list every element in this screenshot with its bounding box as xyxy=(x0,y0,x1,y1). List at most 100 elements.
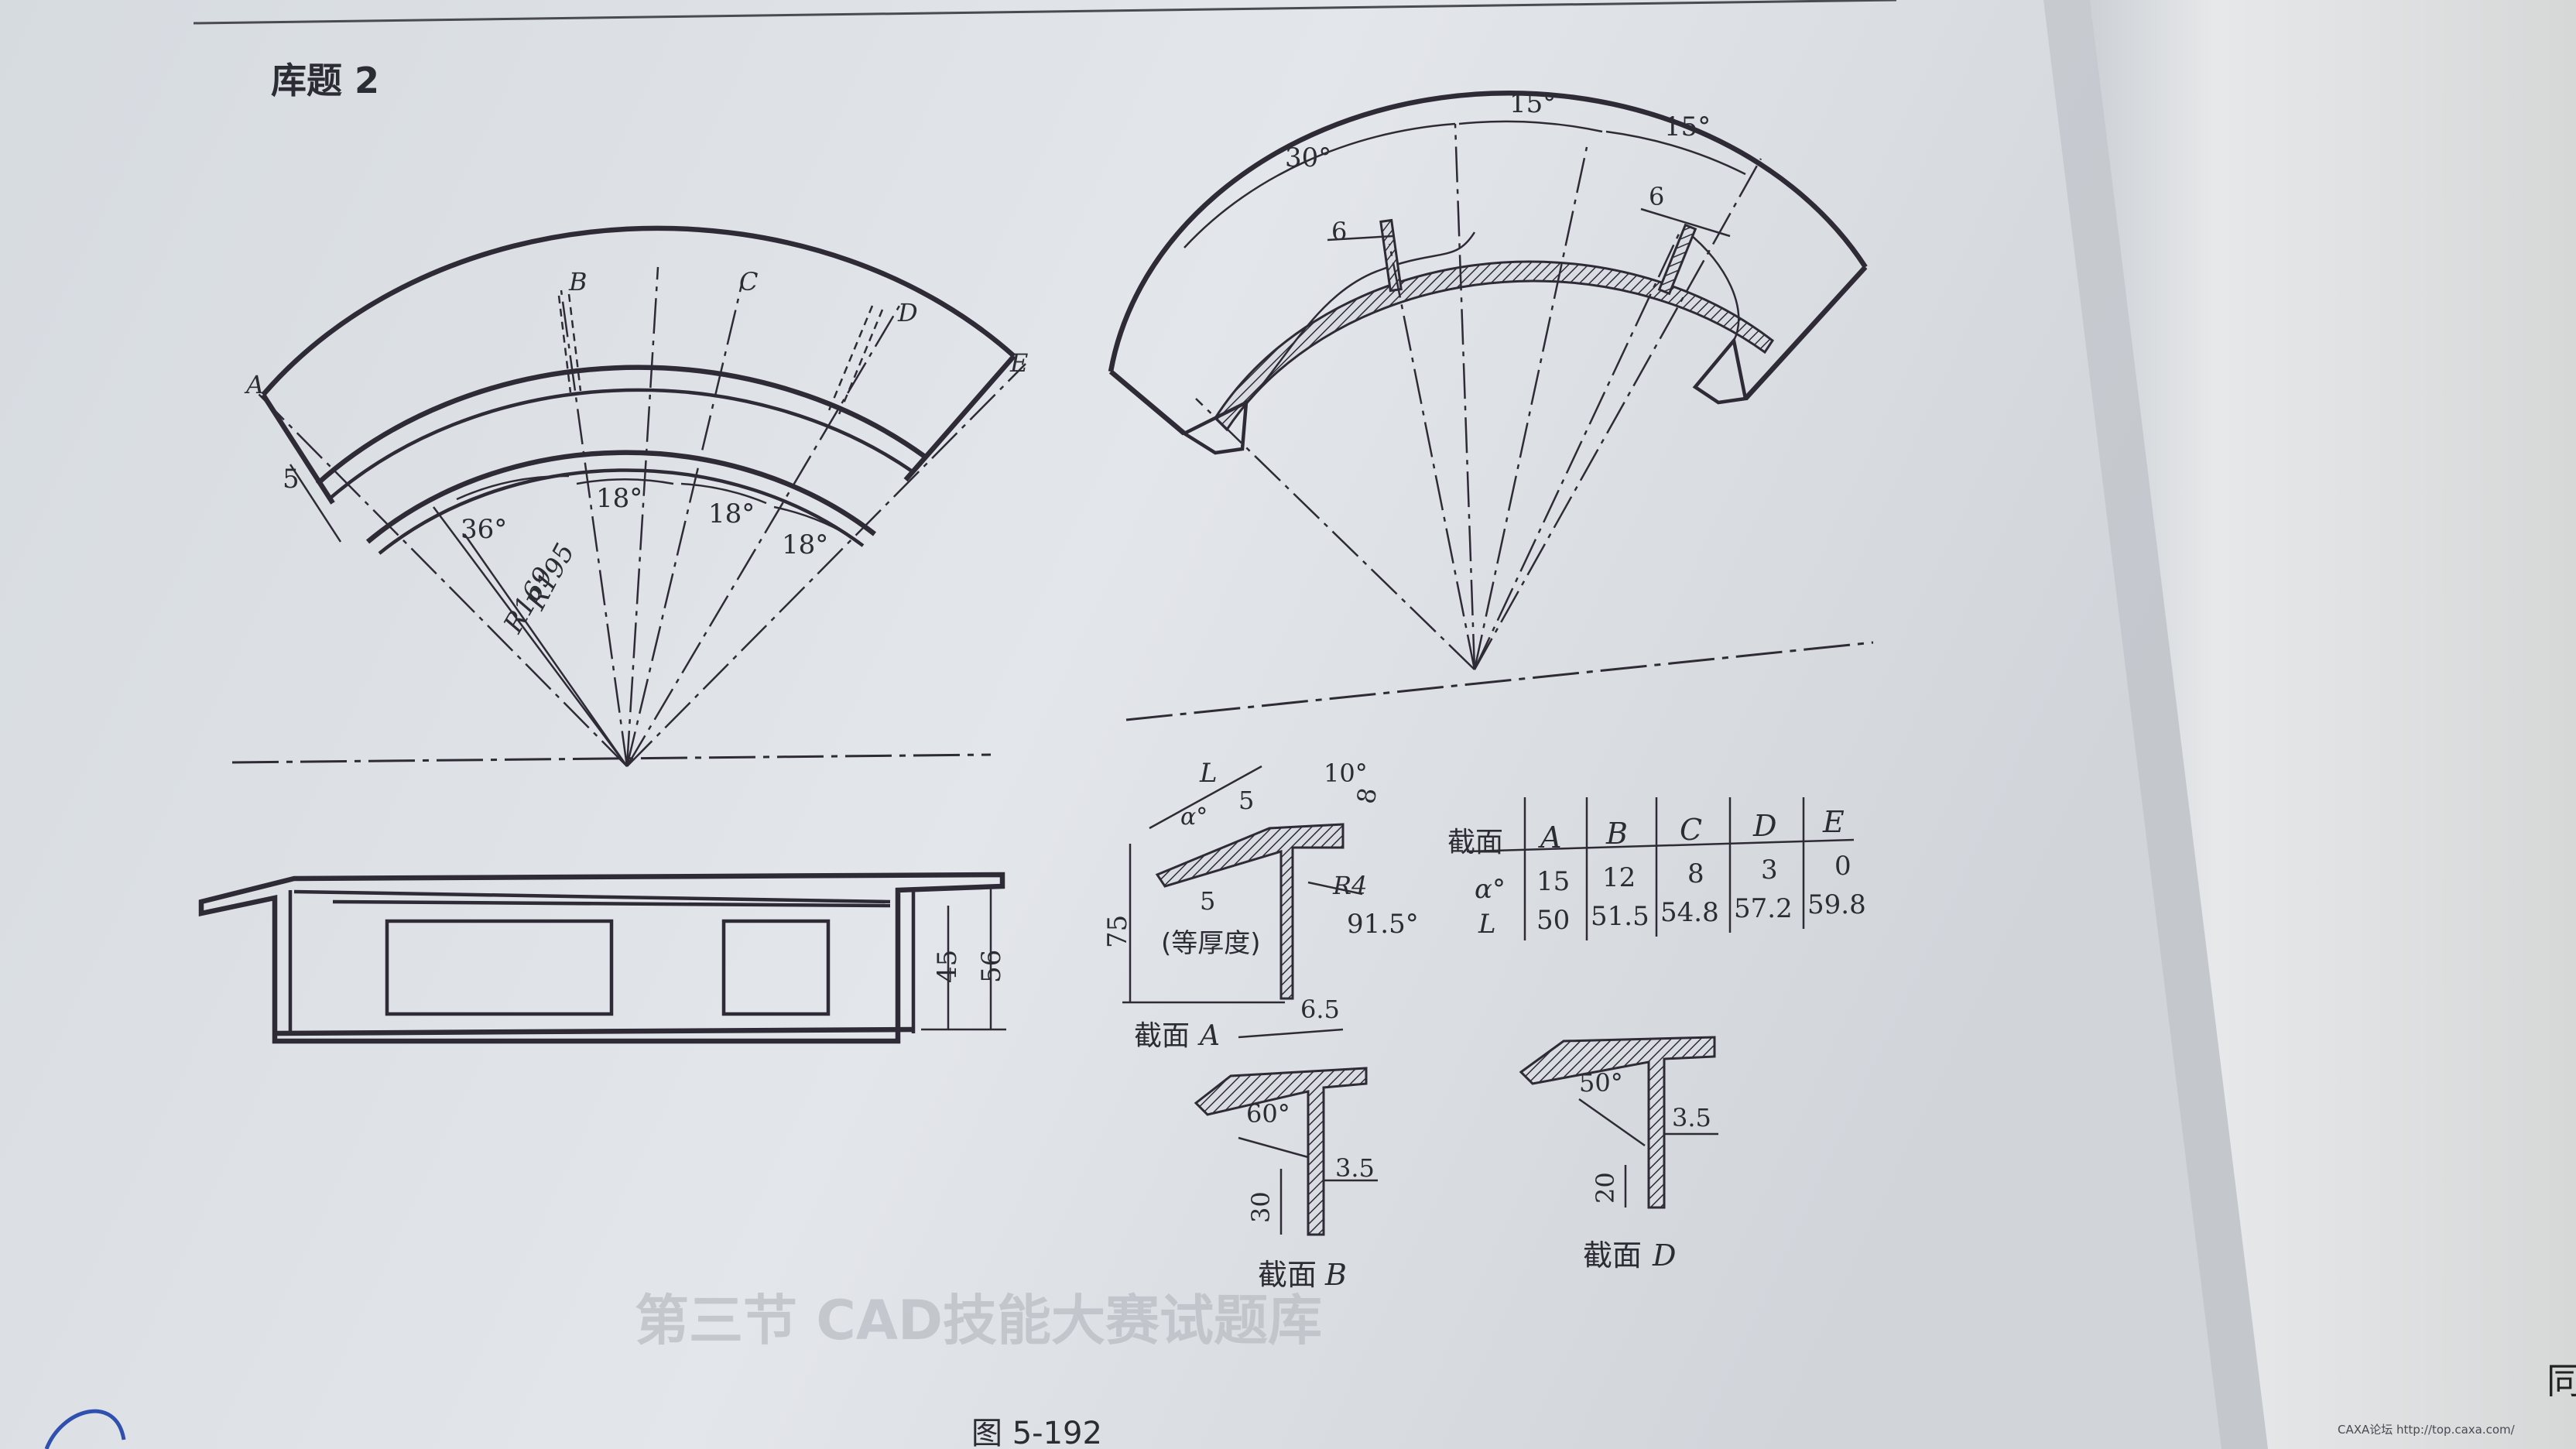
dim-L: L xyxy=(1199,758,1218,789)
table-cell: 54.8 xyxy=(1660,897,1719,928)
left-page xyxy=(0,0,2268,1449)
dim-wall-5: 5 xyxy=(283,464,300,495)
table-cell: 59.8 xyxy=(1807,889,1866,920)
centerline-c xyxy=(625,278,745,767)
figure-caption: 图 5-192 xyxy=(971,1416,1102,1449)
bleed-through-text: 第三节 CAD技能大赛试题库 xyxy=(635,1289,1322,1352)
left-edge xyxy=(261,393,335,505)
table-cell: 12 xyxy=(1602,862,1636,893)
front-elevation-view: 45 56 xyxy=(198,872,1007,1044)
table-cell: 57.2 xyxy=(1734,893,1793,924)
section-a-title: 截面 xyxy=(1134,1020,1190,1052)
label-c: C xyxy=(739,267,758,296)
flange-arc-inner xyxy=(327,388,915,501)
front-flange-line-2 xyxy=(332,899,891,908)
right-view-right-edge xyxy=(1743,265,1868,401)
section-d-title-letter: D xyxy=(1652,1238,1676,1273)
rcl-4 xyxy=(1473,146,1588,670)
outer-arc xyxy=(261,225,1016,397)
label-e: E xyxy=(1009,348,1028,378)
dim-6-5: 6.5 xyxy=(1300,995,1340,1024)
section-a-note: (等厚度) xyxy=(1161,928,1261,959)
rcl-2 xyxy=(1388,243,1476,670)
stiffener-section-d xyxy=(1657,223,1697,296)
dim-angle-18-second: 18° xyxy=(708,498,755,529)
dim-56: 56 xyxy=(976,950,1007,983)
dim-angle-30: 30° xyxy=(1285,142,1331,173)
dim-45: 45 xyxy=(932,950,963,983)
blue-pen-mark xyxy=(44,1409,126,1449)
centerline-mid xyxy=(625,266,659,767)
web-arc-inner xyxy=(378,468,865,555)
centerline-e xyxy=(626,363,1026,767)
angle-arc-36 xyxy=(456,474,570,501)
top-right-plan-view: 30° 15° 15° 6 6 xyxy=(1108,88,1874,721)
page-header-title: 库题 2 xyxy=(271,60,379,101)
rcl-1 xyxy=(1195,398,1475,670)
table-col-c: C xyxy=(1680,813,1702,847)
section-d-title: 截面 xyxy=(1583,1238,1642,1273)
angle-arc-30 xyxy=(1184,122,1456,248)
table-header-rule xyxy=(1466,838,1855,853)
section-b-angle-line xyxy=(1238,1136,1309,1159)
section-b-title-letter: B xyxy=(1324,1258,1347,1292)
break-region-left xyxy=(1180,399,1249,455)
front-window-left xyxy=(385,919,614,1016)
section-b-detail: 60° 3.5 30 截面 B xyxy=(1194,1067,1378,1292)
table-cell: 51.5 xyxy=(1591,901,1649,932)
dim-r4-leader xyxy=(1307,881,1363,896)
dim-alpha: α° xyxy=(1180,803,1208,831)
centerline-b xyxy=(560,289,629,767)
break-region-right xyxy=(1692,336,1748,405)
stiffener-d-hidden-1 xyxy=(836,309,884,419)
right-page xyxy=(2059,0,2576,1449)
dim-75: 75 xyxy=(1102,915,1133,948)
table-col-d: D xyxy=(1752,809,1776,843)
dim-3-5-d: 3.5 xyxy=(1672,1103,1711,1132)
symmetry-baseline-right xyxy=(1125,641,1874,721)
symmetry-baseline-left xyxy=(231,753,992,764)
table-cell: 15 xyxy=(1536,866,1570,897)
dim-60-b: 60° xyxy=(1246,1099,1290,1129)
dim-6-right: 6 xyxy=(1649,182,1664,211)
section-b-profile xyxy=(1194,1067,1368,1236)
table-cell: 0 xyxy=(1834,851,1852,882)
rcl-6 xyxy=(1473,158,1762,670)
dim-3-5-b: 3.5 xyxy=(1335,1153,1375,1183)
right-view-left-edge xyxy=(1108,369,1187,436)
label-b: B xyxy=(568,267,587,296)
front-outline xyxy=(198,872,1005,1044)
table-col-e: E xyxy=(1822,805,1845,839)
dim-30-b: 30 xyxy=(1246,1191,1276,1223)
angle-arc-18c xyxy=(773,505,860,543)
dim-angle-18-first: 18° xyxy=(596,483,642,514)
dim-angle-15-second: 15° xyxy=(1664,111,1711,142)
label-d: D xyxy=(897,298,918,327)
section-d-detail: 50° 3.5 20 截面 D xyxy=(1519,1036,1718,1273)
front-flange-line-1 xyxy=(293,889,891,904)
forum-watermark: CAXA论坛 http://top.caxa.com/ xyxy=(2338,1423,2516,1437)
stiffener-b-hidden-2 xyxy=(557,295,572,393)
dim-5-top: 5 xyxy=(1238,786,1254,815)
table-cell: 8 xyxy=(1687,858,1704,889)
table-row-alpha-label: α° xyxy=(1475,874,1506,905)
break-line-right xyxy=(1687,231,1740,341)
wall-dim-line xyxy=(289,464,342,543)
table-header-label: 截面 xyxy=(1447,827,1503,858)
dim-6-leader-right xyxy=(1640,207,1731,238)
sectioned-web-band xyxy=(1214,260,1775,432)
rcl-5 xyxy=(1473,231,1681,670)
dim-10-deg: 10° xyxy=(1324,759,1368,788)
front-base-line xyxy=(274,1026,914,1036)
rcl-3 xyxy=(1454,123,1476,670)
section-a-detail: L α° 5 10° 8 R4 5 75 (等厚度) 91.5° 6.5 截面 … xyxy=(1102,758,1419,1052)
header-rule xyxy=(193,0,1897,25)
radius-line-169 xyxy=(463,533,629,767)
dim-20-d: 20 xyxy=(1591,1172,1620,1204)
dim-r4: R4 xyxy=(1332,871,1367,900)
table-row-l-label: L xyxy=(1478,909,1496,940)
centerline-d xyxy=(625,301,903,767)
dim-angle-18-third: 18° xyxy=(782,529,828,560)
dim-5-bottom: 5 xyxy=(1200,886,1215,916)
